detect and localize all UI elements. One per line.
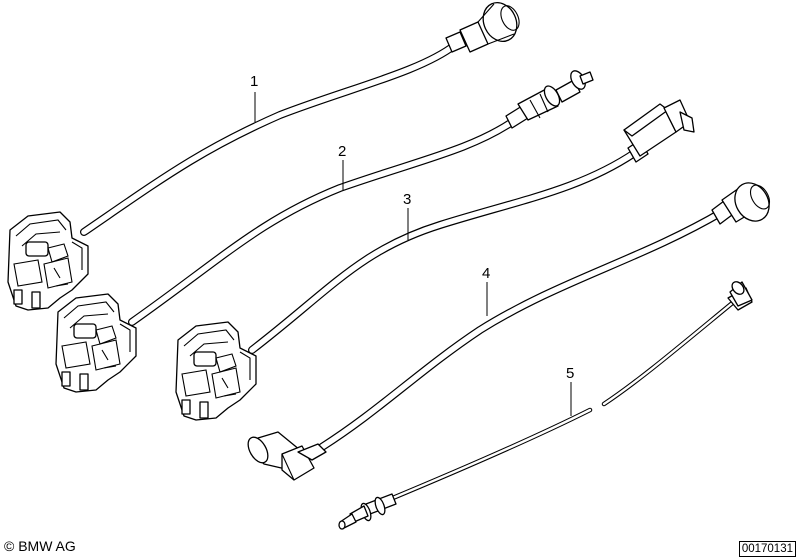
cable-1 — [7, 2, 520, 311]
block-connector-3 — [623, 99, 695, 163]
clip-connector-1 — [7, 211, 89, 311]
copyright-notice: © BMW AG — [4, 538, 76, 554]
cable-4 — [247, 182, 771, 481]
callout-1: 1 — [250, 73, 258, 90]
clip-connector-3 — [175, 321, 257, 421]
probe-tip-5 — [338, 493, 397, 530]
callout-4: 4 — [482, 265, 490, 282]
document-number: 00170131 — [738, 541, 796, 557]
cable-2 — [55, 70, 594, 393]
angle-plug-5 — [727, 281, 753, 311]
angle-connector-4 — [247, 431, 327, 481]
pin-connector-2 — [505, 70, 594, 129]
callout-3: 3 — [403, 191, 411, 208]
cable-5 — [338, 281, 753, 530]
copyright-text: BMW AG — [18, 538, 76, 554]
cable-3 — [175, 99, 695, 421]
clip-connector-2 — [55, 293, 137, 393]
copyright-symbol: © — [4, 538, 15, 554]
round-connector-1 — [445, 2, 520, 53]
callout-2: 2 — [338, 143, 346, 160]
round-connector-4 — [711, 182, 771, 225]
callout-5: 5 — [566, 365, 574, 382]
